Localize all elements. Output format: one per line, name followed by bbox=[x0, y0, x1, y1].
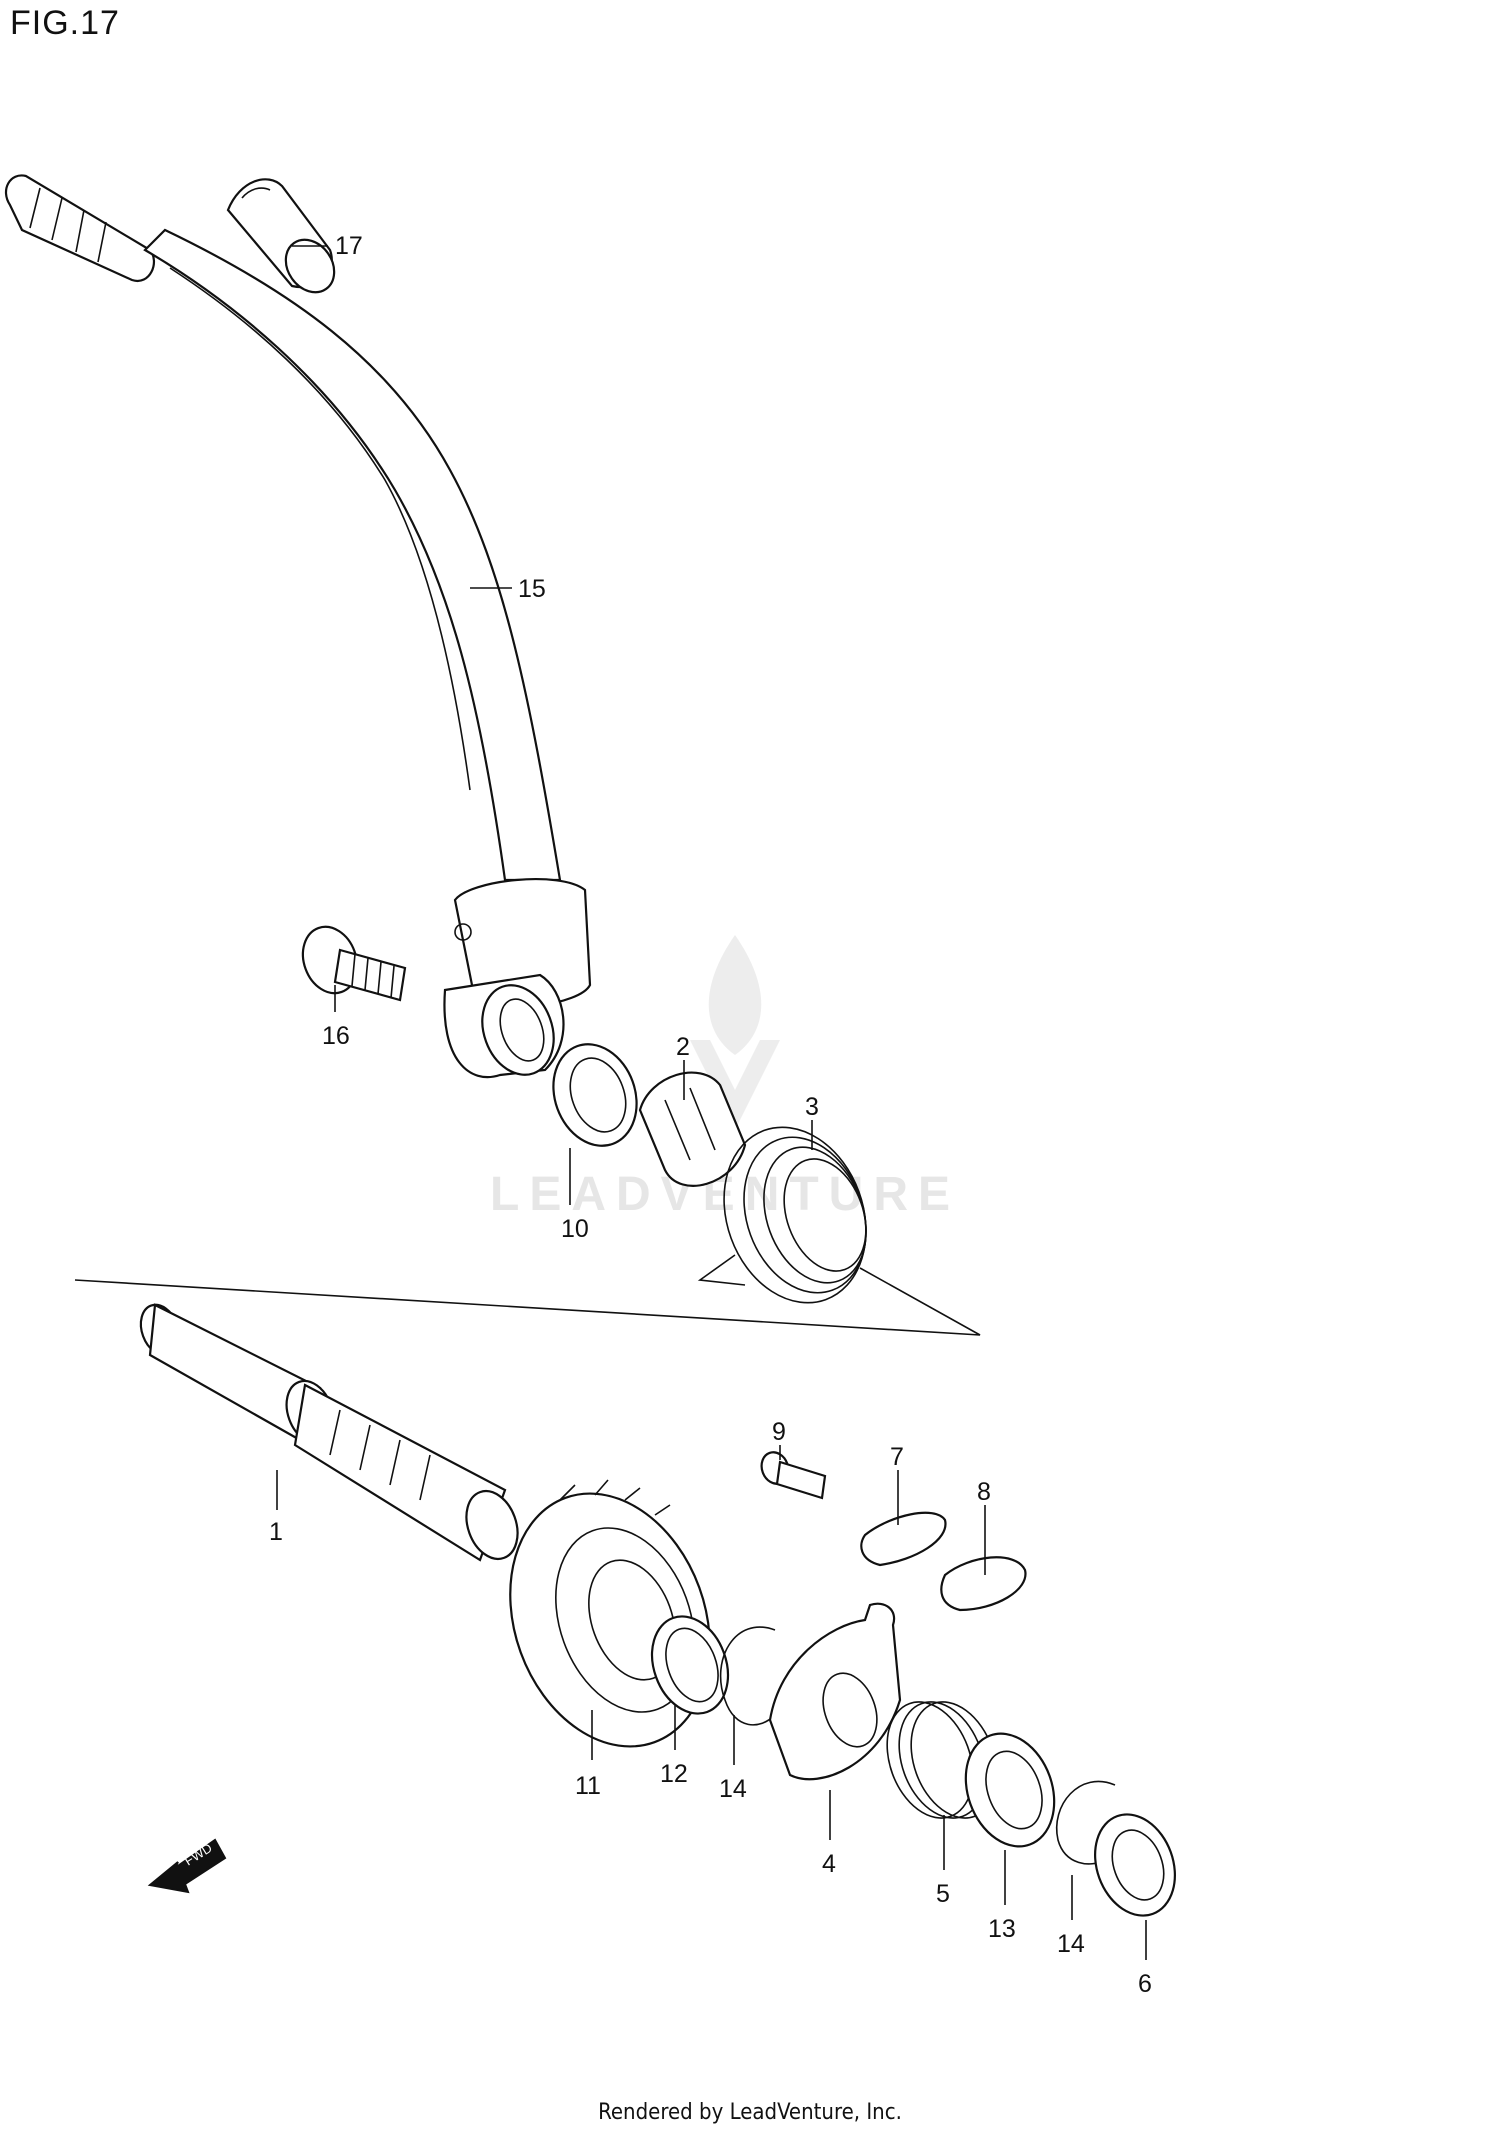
part-15-kick-lever bbox=[4, 174, 592, 1079]
part-6-washer bbox=[1094, 1813, 1176, 1917]
part-14-circlip-a bbox=[719, 1626, 776, 1726]
callout-14-a: 14 bbox=[719, 1775, 747, 1803]
callout-3: 3 bbox=[805, 1093, 819, 1121]
part-7-stopper-plate bbox=[860, 1511, 947, 1567]
callout-8: 8 bbox=[977, 1478, 991, 1506]
callout-7: 7 bbox=[890, 1443, 904, 1471]
callout-17: 17 bbox=[335, 232, 363, 260]
callout-14-b: 14 bbox=[1057, 1930, 1085, 1958]
part-13-washer bbox=[964, 1732, 1056, 1848]
callout-5: 5 bbox=[936, 1880, 950, 1908]
callout-2: 2 bbox=[676, 1033, 690, 1061]
callout-4: 4 bbox=[822, 1850, 836, 1878]
part-11-kick-gear bbox=[509, 1479, 711, 1748]
part-2-spring-guide bbox=[638, 1071, 747, 1187]
part-17-grip-sleeve bbox=[226, 178, 336, 294]
callout-11: 11 bbox=[575, 1772, 601, 1800]
callout-9: 9 bbox=[772, 1418, 786, 1446]
part-8-stopper-plate bbox=[940, 1556, 1027, 1612]
callout-6: 6 bbox=[1138, 1970, 1152, 1998]
forward-arrow-badge: FWD bbox=[147, 1838, 227, 1894]
part-3-kick-spring bbox=[697, 1126, 867, 1304]
callout-12: 12 bbox=[660, 1760, 688, 1788]
part-14-circlip-b bbox=[1055, 1780, 1116, 1865]
leader-lines bbox=[276, 245, 1147, 1960]
callout-16: 16 bbox=[322, 1022, 350, 1050]
callout-15: 15 bbox=[518, 575, 546, 603]
assembly-reference-line bbox=[74, 1267, 981, 1336]
callout-1: 1 bbox=[269, 1518, 283, 1546]
part-10-bearing bbox=[552, 1043, 638, 1147]
part-4-ratchet bbox=[768, 1602, 902, 1781]
part-1-kick-shaft bbox=[139, 1303, 519, 1562]
render-credit-footer: Rendered by LeadVenture, Inc. bbox=[598, 2100, 902, 2125]
part-9-bolt bbox=[760, 1451, 827, 1500]
callout-13: 13 bbox=[988, 1915, 1016, 1943]
figure-title: FIG.17 bbox=[10, 4, 120, 42]
part-16-bolt bbox=[301, 925, 407, 1002]
callout-10: 10 bbox=[561, 1215, 589, 1243]
part-12-washer bbox=[650, 1615, 730, 1715]
